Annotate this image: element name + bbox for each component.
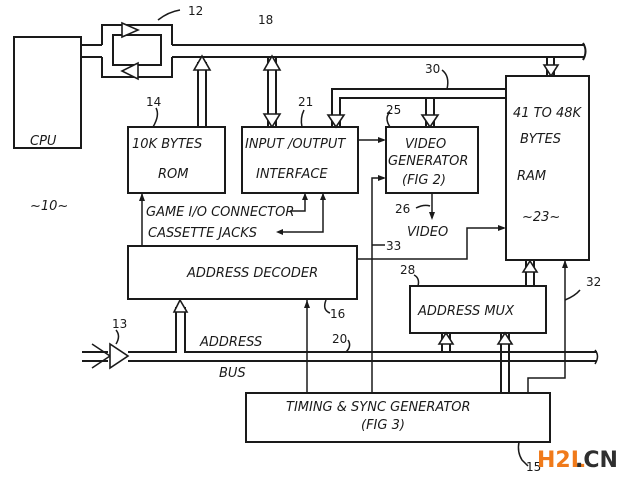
io-bus-arrow-icon <box>326 114 346 129</box>
timing-sync-generator-block <box>245 392 551 443</box>
mux-bus-arrow-icon <box>437 331 455 345</box>
cassette-label: CASSETTE JACKS <box>148 226 257 241</box>
ref-12: 12 <box>188 4 203 18</box>
io-up-arrow-icon <box>262 54 282 71</box>
ram-line2: BYTES <box>520 132 561 147</box>
ram-line1: 41 TO 48K <box>513 106 583 121</box>
io-ref: 21 <box>298 95 313 109</box>
io-external-lines <box>276 193 326 235</box>
address-decoder-block-full <box>127 245 358 300</box>
ram-address-arrow-icon <box>521 259 539 273</box>
video-output-26 <box>415 193 435 220</box>
rom-up-arrow-icon <box>192 54 212 71</box>
watermark-h2l: H2L <box>537 448 585 473</box>
ref-20: 20 <box>332 332 347 346</box>
watermark-cn: .CN <box>575 448 618 473</box>
io-connector <box>262 54 305 129</box>
cpu-label: CPU <box>30 134 57 149</box>
ref-33: 33 <box>386 239 401 253</box>
mux-connectors <box>437 259 539 393</box>
address-mux-label: ADDRESS MUX <box>417 304 515 319</box>
cpu-block <box>13 36 82 149</box>
ram-data-bus-30 <box>326 69 505 129</box>
ram-top-connector <box>542 57 560 78</box>
timing-ref: 15 <box>526 460 541 474</box>
ref-32: 32 <box>586 275 601 289</box>
ram-ref: ~23~ <box>522 210 560 225</box>
io-down-arrow-icon <box>262 113 282 129</box>
ram-block <box>505 75 590 261</box>
video-gen-line2: GENERATOR <box>388 154 468 169</box>
decoder-up-arrow-icon <box>172 298 189 313</box>
io-to-video-arrow <box>358 137 386 143</box>
rom-connector <box>152 54 212 128</box>
video-gen-ref: 25 <box>386 103 401 117</box>
address-decoder-ref: 16 <box>330 307 345 321</box>
cpu-ref: ~10~ <box>30 199 68 214</box>
bus-label: BUS <box>219 366 246 381</box>
data-bus-18 <box>82 42 587 61</box>
io-line2: INTERFACE <box>256 167 328 182</box>
video-bus-arrow-icon <box>420 114 440 129</box>
rom-line1: 10K BYTES <box>132 137 202 152</box>
mux-timing-arrow-icon <box>496 331 514 345</box>
video-label: VIDEO <box>407 225 448 240</box>
ram-line3: RAM <box>517 169 546 184</box>
rom-block <box>127 126 226 194</box>
address-bus-20 <box>82 298 599 370</box>
rom-line2: ROM <box>158 167 188 182</box>
rom-select-line <box>139 193 145 246</box>
ref-30: 30 <box>425 62 440 76</box>
bidirectional-buffer-12 <box>101 9 181 81</box>
rom-ref: 14 <box>146 95 161 109</box>
ram-down-arrow-icon <box>542 64 560 78</box>
buffer-right-arrow-icon <box>121 21 140 39</box>
address-mux-block <box>409 285 547 334</box>
io-interface-block <box>241 126 359 194</box>
video-gen-line3: (FIG 2) <box>402 173 446 188</box>
address-label: ADDRESS <box>199 335 262 350</box>
ref-18: 18 <box>258 13 273 27</box>
decoder-to-ram-line <box>357 225 506 260</box>
line-32 <box>527 260 581 393</box>
timing-line2: (FIG 3) <box>361 418 405 433</box>
timing-line1: TIMING & SYNC GENERATOR <box>286 400 471 415</box>
game-io-label: GAME I/O CONNECTOR <box>146 205 294 220</box>
timing-to-decoder-line <box>304 299 331 393</box>
ref-26: 26 <box>395 202 410 216</box>
line-33 <box>371 175 386 393</box>
io-line1: INPUT /OUTPUT <box>245 137 346 152</box>
address-decoder-label: ADDRESS DECODER <box>186 266 318 281</box>
video-gen-line1: VIDEO <box>405 137 446 152</box>
address-mux-ref: 28 <box>400 263 415 277</box>
address-buffer-13-icon <box>109 342 130 370</box>
ref-13: 13 <box>112 317 127 331</box>
buffer-left-arrow-icon <box>120 61 139 81</box>
